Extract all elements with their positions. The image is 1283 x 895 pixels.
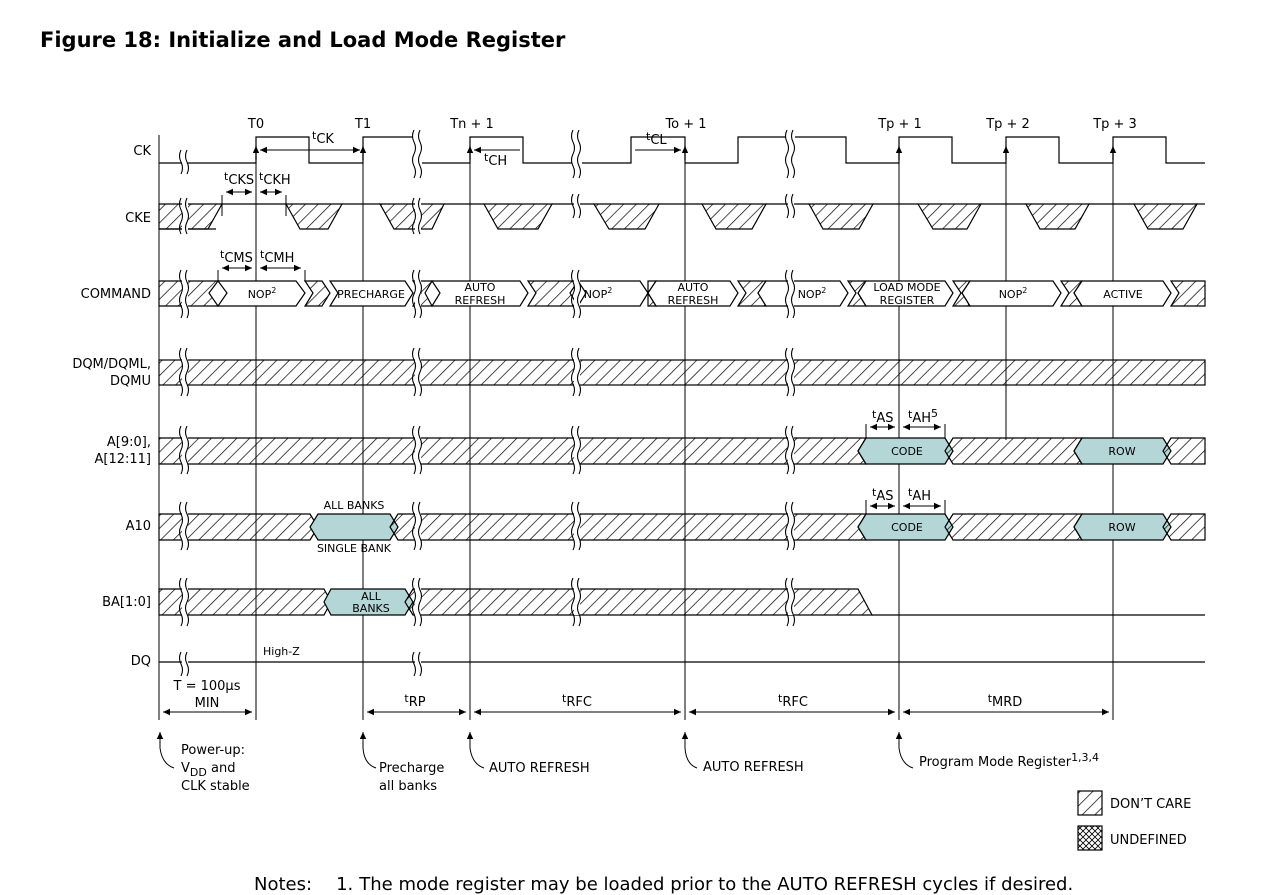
a10-row: ROW bbox=[1108, 521, 1135, 534]
signal-command: COMMAND bbox=[81, 287, 151, 302]
cke-timing bbox=[221, 188, 287, 216]
ba-all-1: ALL bbox=[361, 590, 382, 603]
tcms-label: tCMS bbox=[220, 248, 253, 266]
interval-t-min-2: MIN bbox=[195, 696, 220, 711]
cmd-load-mode-a: LOAD MODE bbox=[873, 281, 940, 294]
note-number: 1. bbox=[336, 874, 354, 895]
tas-label-1: tAS bbox=[872, 408, 893, 426]
a10-timing bbox=[865, 500, 946, 514]
signal-cke: CKE bbox=[125, 211, 151, 226]
a10-code: CODE bbox=[891, 521, 923, 534]
ba-all-2: BANKS bbox=[352, 602, 390, 615]
notes-label: Notes: bbox=[254, 874, 313, 895]
clock-label-to1: To + 1 bbox=[664, 117, 706, 132]
legend-dont-care-swatch bbox=[1077, 790, 1103, 816]
signal-dq: DQ bbox=[131, 654, 151, 669]
event-precharge-1: Precharge bbox=[379, 761, 444, 776]
signal-ba: BA[1:0] bbox=[102, 595, 151, 610]
ck-clock-edges bbox=[252, 146, 1117, 160]
clock-labels: T0 T1 Tn + 1 To + 1 Tp + 1 Tp + 2 Tp + 3 bbox=[247, 117, 1137, 132]
signal-labels: CK CKE COMMAND DQM/DQML, DQMU A[9:0], A[… bbox=[72, 144, 151, 669]
signal-addr-2: A[12:11] bbox=[94, 452, 151, 467]
event-program-mode: Program Mode Register1,3,4 bbox=[919, 751, 1099, 770]
a10-all-banks: ALL BANKS bbox=[324, 499, 385, 512]
event-precharge-2: all banks bbox=[379, 779, 437, 794]
signal-addr-1: A[9:0], bbox=[107, 435, 151, 450]
note-1: Notes: 1.The mode register may be loaded … bbox=[254, 874, 1073, 895]
legend-undefined-swatch bbox=[1077, 825, 1103, 851]
cmd-auto-refresh-1b: REFRESH bbox=[455, 294, 506, 307]
interval-trfc-2: tRFC bbox=[778, 692, 808, 710]
address-bus bbox=[158, 437, 1206, 465]
event-powerup-1: Power-up: bbox=[181, 743, 245, 758]
tckh-label: tCKH bbox=[259, 170, 291, 188]
address-timing-1 bbox=[865, 423, 946, 438]
tcl-label: tCL bbox=[646, 130, 667, 148]
clock-label-tn1: Tn + 1 bbox=[449, 117, 494, 132]
event-auto-refresh-1: AUTO REFRESH bbox=[489, 761, 590, 776]
a10-bus bbox=[158, 513, 1206, 541]
command-timing bbox=[217, 264, 306, 282]
dqm-dont-care bbox=[158, 359, 1206, 386]
dq-high-z: High-Z bbox=[263, 645, 300, 658]
note-text: The mode register may be loaded prior to… bbox=[359, 874, 1074, 895]
event-powerup-2: VDD and bbox=[181, 761, 235, 779]
figure-title: Figure 18: Initialize and Load Mode Regi… bbox=[40, 28, 566, 52]
signal-ck: CK bbox=[133, 144, 151, 159]
interval-t-min-1: T = 100µs bbox=[173, 679, 241, 694]
break-marks bbox=[178, 129, 796, 677]
clock-label-t0: T0 bbox=[247, 117, 264, 132]
signal-dqm-1: DQM/DQML, bbox=[72, 357, 151, 372]
tah-label-1: tAH5 bbox=[908, 407, 938, 426]
signal-a10: A10 bbox=[126, 519, 151, 534]
cmd-auto-refresh-2b: REFRESH bbox=[668, 294, 719, 307]
cmd-precharge: PRECHARGE bbox=[337, 288, 405, 301]
cmd-active: ACTIVE bbox=[1103, 288, 1143, 301]
signal-dqm-2: DQMU bbox=[110, 374, 151, 389]
legend-dont-care: DON’T CARE bbox=[1110, 797, 1191, 812]
clock-reference-lines bbox=[158, 135, 1114, 720]
event-pointers bbox=[156, 732, 914, 769]
tcmh-label: tCMH bbox=[260, 248, 294, 266]
cmd-load-mode-b: REGISTER bbox=[880, 294, 935, 307]
command-labels: NOP2 PRECHARGE AUTO REFRESH NOP2 AUTO RE… bbox=[248, 281, 1143, 307]
tch-label: tCH bbox=[484, 151, 507, 169]
tcks-label: tCKS bbox=[224, 170, 254, 188]
cmd-nop-4: NOP2 bbox=[999, 286, 1028, 301]
tck-label: tCK bbox=[312, 129, 334, 147]
interval-trfc-1: tRFC bbox=[562, 692, 592, 710]
legend: DON’T CARE UNDEFINED bbox=[1077, 790, 1191, 851]
tas-label-2: tAS bbox=[872, 486, 893, 504]
event-auto-refresh-2: AUTO REFRESH bbox=[703, 760, 804, 775]
command-bus bbox=[158, 280, 1206, 307]
cmd-auto-refresh-1a: AUTO bbox=[465, 281, 496, 294]
event-powerup-3: CLK stable bbox=[181, 779, 250, 794]
interval-tmrd: tMRD bbox=[988, 692, 1023, 710]
cmd-nop-1: NOP2 bbox=[248, 286, 277, 301]
cmd-nop-2: NOP2 bbox=[584, 286, 613, 301]
a10-single-bank: SINGLE BANK bbox=[317, 542, 392, 555]
legend-undefined: UNDEFINED bbox=[1110, 833, 1187, 848]
clock-label-tp1: Tp + 1 bbox=[877, 117, 922, 132]
cke-waveform bbox=[158, 203, 1205, 230]
tah-label-2: tAH bbox=[908, 486, 931, 504]
interval-trp: tRP bbox=[404, 692, 425, 710]
address-code: CODE bbox=[891, 445, 923, 458]
address-row: ROW bbox=[1108, 445, 1135, 458]
clock-label-tp2: Tp + 2 bbox=[985, 117, 1030, 132]
cmd-auto-refresh-2a: AUTO bbox=[678, 281, 709, 294]
ba-bus bbox=[158, 588, 1205, 616]
clock-label-t1: T1 bbox=[354, 117, 371, 132]
clock-label-tp3: Tp + 3 bbox=[1092, 117, 1137, 132]
cmd-nop-3: NOP2 bbox=[798, 286, 827, 301]
